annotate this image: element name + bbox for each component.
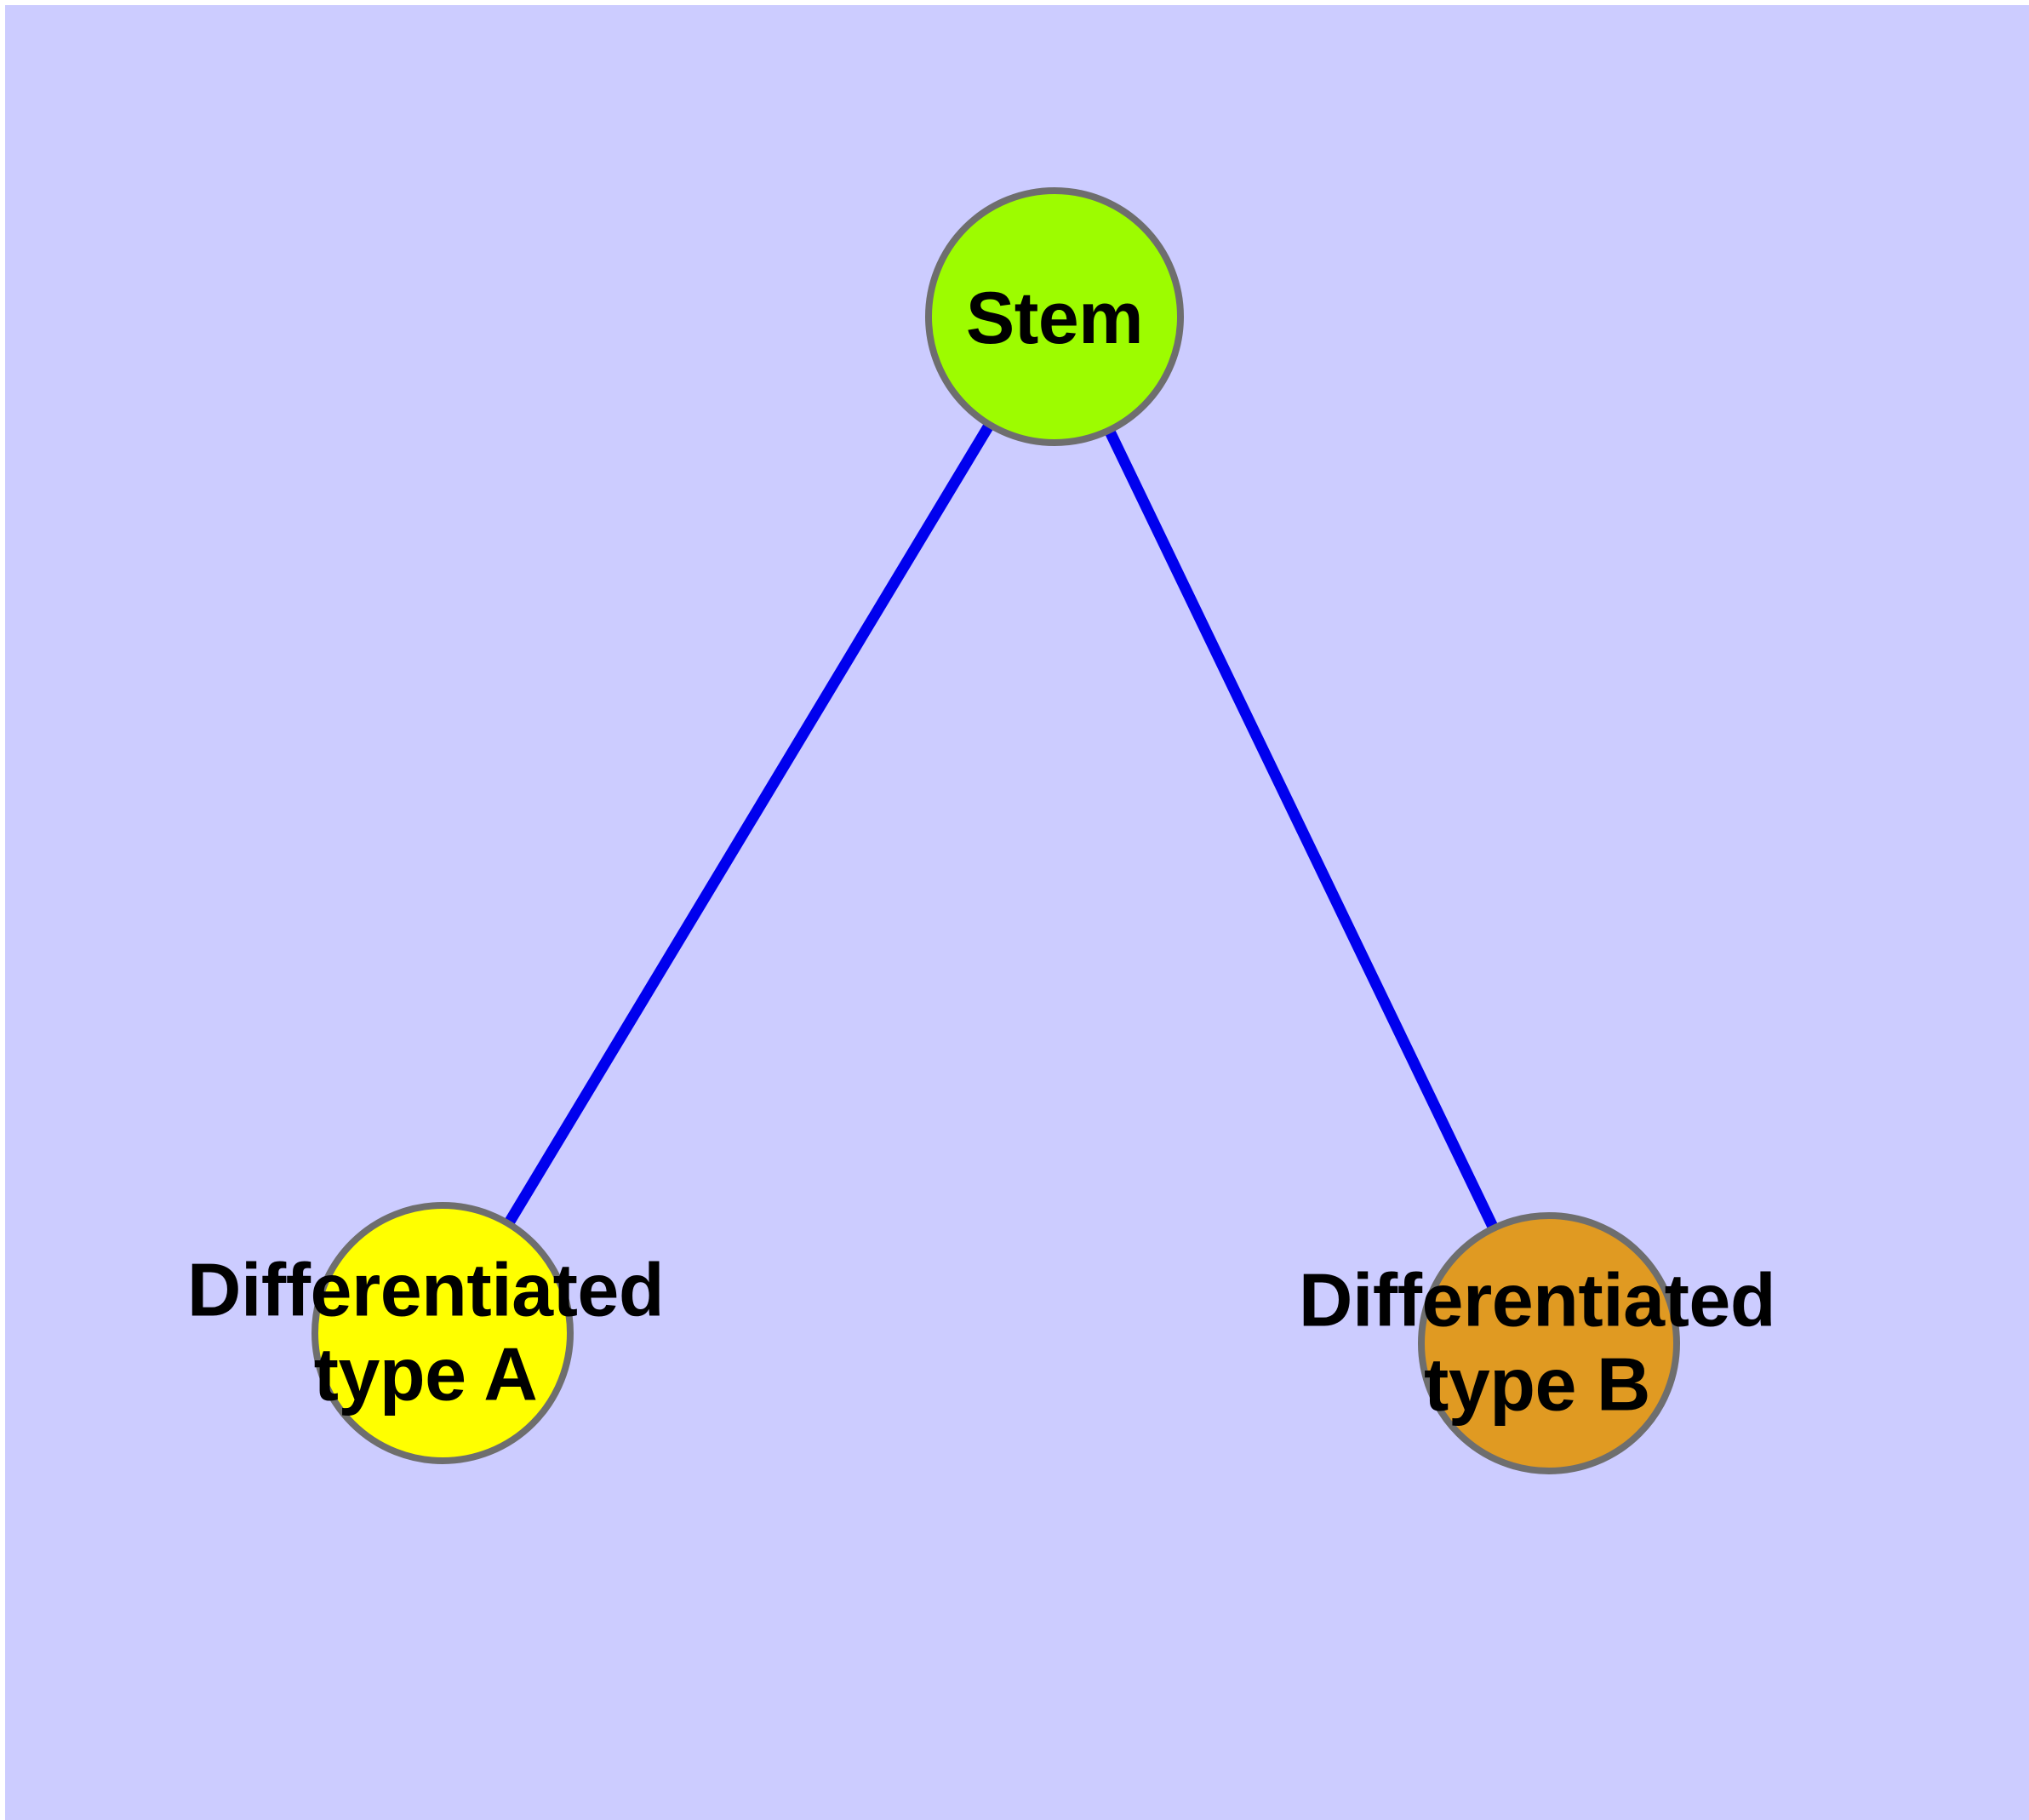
- node-layer: [311, 187, 1680, 1474]
- edge-stem-to-differentiated-type-b: [1105, 429, 1498, 1229]
- node-differentiated-type-b[interactable]: [1418, 1212, 1680, 1474]
- edge-stem-to-differentiated-type-a: [504, 423, 994, 1226]
- node-stem[interactable]: [925, 187, 1184, 446]
- edge-layer: [504, 423, 1498, 1229]
- node-differentiated-type-a[interactable]: [311, 1202, 574, 1464]
